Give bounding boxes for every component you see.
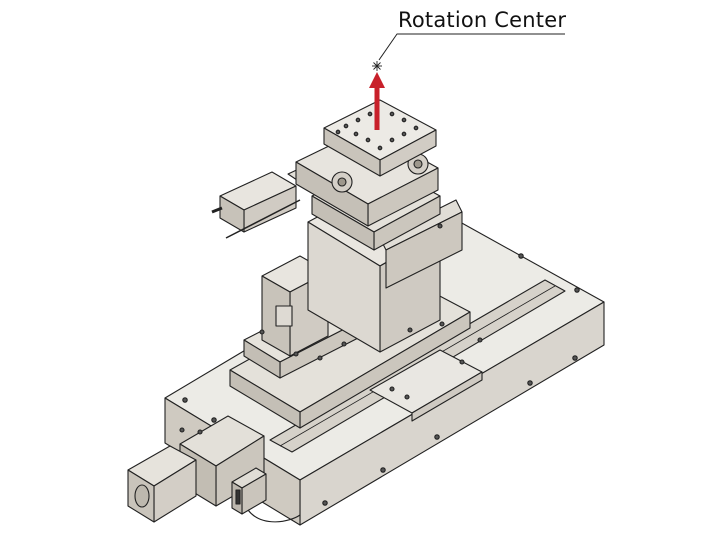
gonio-stack bbox=[295, 99, 441, 251]
leader-line bbox=[378, 33, 565, 61]
rotation-axis-arrow bbox=[369, 72, 385, 130]
sparkle-icon bbox=[372, 61, 382, 71]
rotation-center-label: Rotation Center bbox=[398, 8, 567, 32]
base-motor bbox=[127, 415, 301, 523]
middle-motor bbox=[243, 255, 363, 379]
